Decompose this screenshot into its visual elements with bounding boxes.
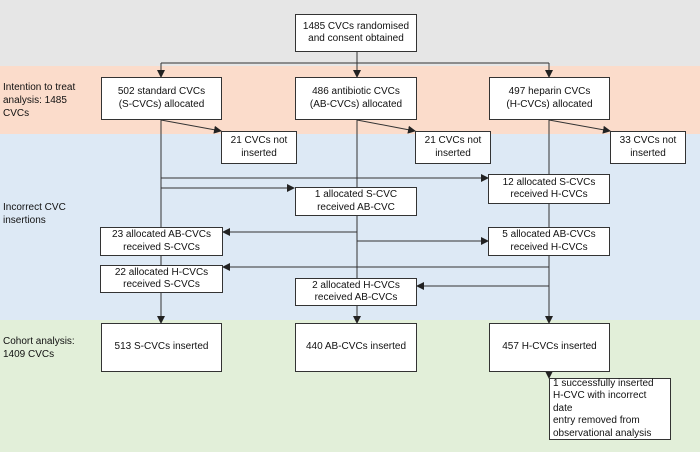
h-inserted-box: 457 H-CVCs inserted [489,323,610,372]
ab-cvcs-allocated-box: 486 antibiotic CVCs (AB-CVCs) allocated [295,77,417,120]
arrow-h-not-inserted [548,119,611,134]
ab-not-inserted-box: 21 CVCs not inserted [415,131,491,164]
arrow-s-not-inserted [160,119,222,134]
itt-label: Intention to treat analysis: 1485 CVCs [3,82,76,119]
s-to-ab-box: 1 allocated S-CVC received AB-CVC [295,187,417,216]
ab-inserted-box: 440 AB-CVCs inserted [295,323,417,372]
h-to-ab-box: 2 allocated H-CVCs received AB-CVCs [295,278,417,306]
s-cvcs-allocated-box: 502 standard CVCs (S-CVCs) allocated [101,77,222,120]
randomised-box: 1485 CVCs randomised and consent obtaine… [295,14,417,52]
cohort-label: Cohort analysis: 1409 CVCs [3,336,75,360]
ab-to-h-box: 5 allocated AB-CVCs received H-CVCs [488,227,610,256]
s-inserted-box: 513 S-CVCs inserted [101,323,222,372]
s-to-h-box: 12 allocated S-CVCs received H-CVCs [488,174,610,204]
s-not-inserted-box: 21 CVCs not inserted [221,131,297,164]
h-removed-box: 1 successfully inserted H-CVC with incor… [549,378,671,440]
h-not-inserted-box: 33 CVCs not inserted [610,131,686,164]
h-to-s-box: 22 allocated H-CVCs received S-CVCs [100,265,223,293]
arrow-ab-not-inserted [356,119,416,134]
ab-to-s-box: 23 allocated AB-CVCs received S-CVCs [100,227,223,256]
incorrect-label: Incorrect CVC insertions [3,202,66,226]
h-cvcs-allocated-box: 497 heparin CVCs (H-CVCs) allocated [489,77,610,120]
